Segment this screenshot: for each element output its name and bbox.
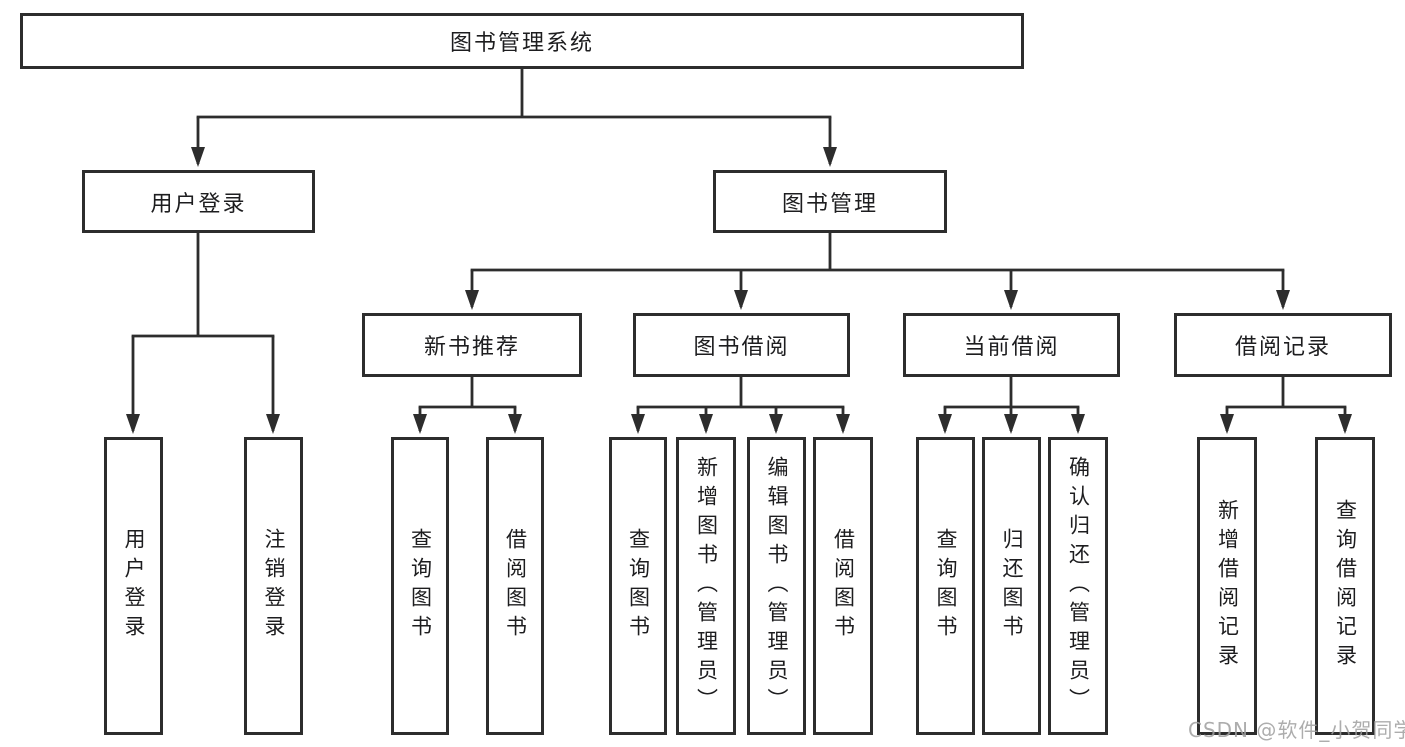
tree-edges xyxy=(131,66,1347,409)
csdn-watermark: CSDN @软件_小贺同学 xyxy=(1188,718,1405,742)
node-label: 注销登录 xyxy=(262,528,286,644)
node-query-book-1: 查询图书 xyxy=(391,437,449,735)
node-return-book: 归还图书 xyxy=(982,437,1041,735)
node-label: 图书借阅 xyxy=(693,335,790,360)
node-label: 图书管理系统 xyxy=(449,31,594,56)
node-borrowing-records: 借阅记录 xyxy=(1174,313,1392,377)
node-user-login-leaf: 用户登录 xyxy=(104,437,163,735)
node-label: 新书推荐 xyxy=(423,335,520,360)
node-confirm-return-admin: 确认归还（管理员） xyxy=(1048,437,1108,735)
node-add-borrow-record: 新增借阅记录 xyxy=(1197,437,1257,735)
node-label: 查询图书 xyxy=(408,528,433,644)
node-label: 用户登录 xyxy=(150,191,247,217)
node-edit-book-admin: 编辑图书（管理员） xyxy=(747,437,806,735)
node-label: 新增图书（管理员） xyxy=(694,455,719,717)
node-label: 当前借阅 xyxy=(963,335,1060,360)
node-book-management: 图书管理 xyxy=(713,170,947,233)
node-label: 新增借阅记录 xyxy=(1215,499,1240,673)
node-query-book-2: 查询图书 xyxy=(609,437,667,735)
node-add-book-admin: 新增图书（管理员） xyxy=(676,437,736,735)
node-label: 编辑图书（管理员） xyxy=(765,455,789,717)
node-new-book-recommend: 新书推荐 xyxy=(362,313,582,377)
node-current-borrowing: 当前借阅 xyxy=(903,313,1120,377)
tree-arrows xyxy=(126,117,1352,434)
node-query-borrow-record: 查询借阅记录 xyxy=(1315,437,1375,735)
node-label: 确认归还（管理员） xyxy=(1066,455,1091,717)
node-label: 借阅记录 xyxy=(1234,335,1331,360)
node-book-borrowing: 图书借阅 xyxy=(633,313,850,377)
node-user-login: 用户登录 xyxy=(82,170,315,233)
node-label: 查询图书 xyxy=(626,528,651,644)
node-logout: 注销登录 xyxy=(244,437,303,735)
node-query-book-3: 查询图书 xyxy=(916,437,975,735)
node-label: 查询借阅记录 xyxy=(1333,499,1358,673)
node-label: 查询图书 xyxy=(934,528,958,644)
node-label: 借阅图书 xyxy=(831,528,856,644)
node-label: 图书管理 xyxy=(781,191,878,217)
node-library-system: 图书管理系统 xyxy=(20,13,1024,69)
node-label: 归还图书 xyxy=(1000,528,1024,644)
node-label: 用户登录 xyxy=(122,528,146,644)
node-label: 借阅图书 xyxy=(503,528,528,644)
node-borrow-book-1: 借阅图书 xyxy=(486,437,544,735)
node-borrow-book-2: 借阅图书 xyxy=(813,437,873,735)
